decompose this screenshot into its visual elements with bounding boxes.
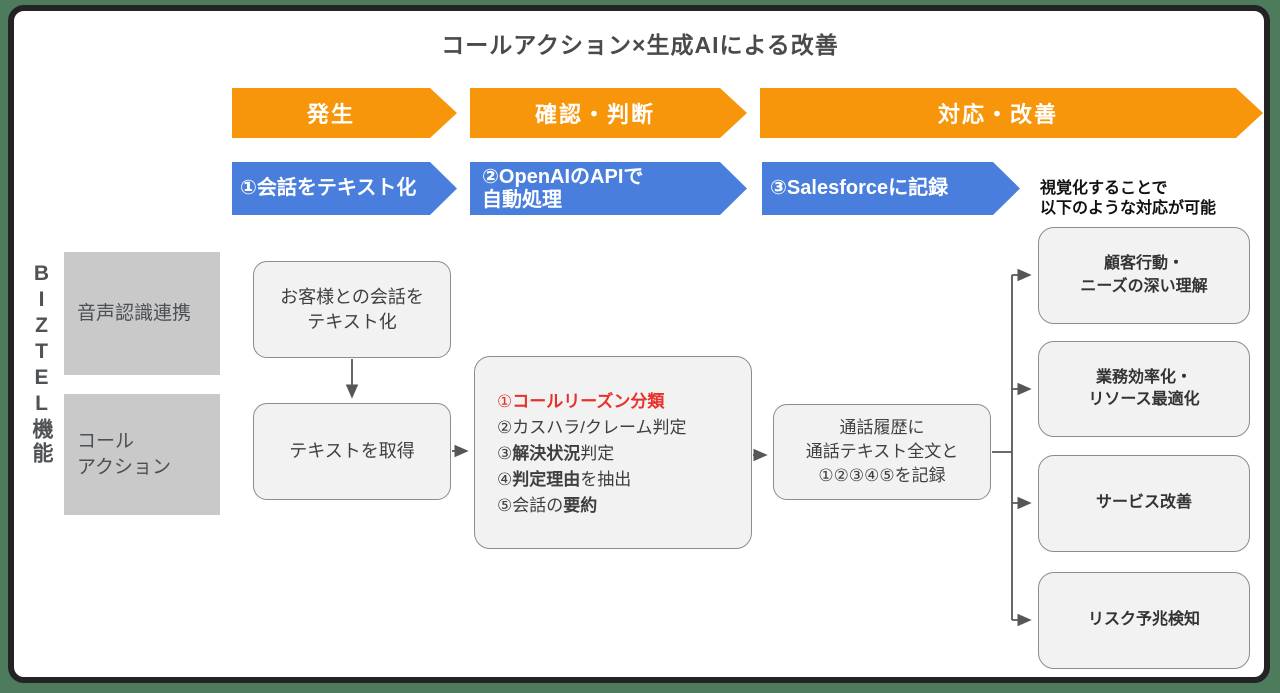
visualization-note: 視覚化することで 以下のような対応が可能 xyxy=(1040,180,1217,217)
biztel-function-vertical-label: BIZTEL機能 xyxy=(30,262,53,466)
feature-box-speech-recognition: 音声認識連携 xyxy=(64,252,220,375)
outcome-box-risk-detection: リスク予兆検知 xyxy=(1038,572,1250,669)
outcome-box-customer-insight: 顧客行動・ ニーズの深い理解 xyxy=(1038,227,1250,324)
ai-process-list: ①コールリーズン分類 ②カスハラ/クレーム判定 ③解決状況判定 ④判定理由を抽出 ⑤会話… xyxy=(497,389,741,519)
phase-arrow-confirm-judge: 確認・判断 xyxy=(470,88,747,138)
outcome-box-efficiency: 業務効率化・ リソース最適化 xyxy=(1038,341,1250,437)
step-arrow-openai-processing: ②OpenAIのAPIで 自動処理 xyxy=(470,162,747,215)
flow-box-get-text: テキストを取得 xyxy=(253,403,451,500)
outcome-box-service-improvement: サービス改善 xyxy=(1038,455,1250,552)
process-item: ①コールリーズン分類 xyxy=(497,392,665,411)
flow-box-conversation-to-text: お客様との会話を テキスト化 xyxy=(253,261,451,358)
process-item: ②カスハラ/クレーム判定 xyxy=(497,418,687,437)
phase-arrow-occurrence: 発生 xyxy=(232,88,457,138)
flow-box-call-history-record: 通話履歴に 通話テキスト全文と ①②③④⑤を記録 xyxy=(773,404,991,500)
feature-box-call-action: コール アクション xyxy=(64,394,220,515)
phase-arrow-respond-improve: 対応・改善 xyxy=(760,88,1263,138)
process-item: ③解決状況判定 xyxy=(497,444,615,463)
step-arrow-salesforce-record: ③Salesforceに記録 xyxy=(762,162,1020,215)
step-arrow-text-conversion: ①会話をテキスト化 xyxy=(232,162,457,215)
process-item: ④判定理由を抽出 xyxy=(497,470,632,489)
ai-process-box: ①コールリーズン分類 ②カスハラ/クレーム判定 ③解決状況判定 ④判定理由を抽出 ⑤会話… xyxy=(474,356,752,549)
page-title: コールアクション×生成AIによる改善 xyxy=(441,32,839,58)
process-item: ⑤会話の要約 xyxy=(497,496,598,515)
